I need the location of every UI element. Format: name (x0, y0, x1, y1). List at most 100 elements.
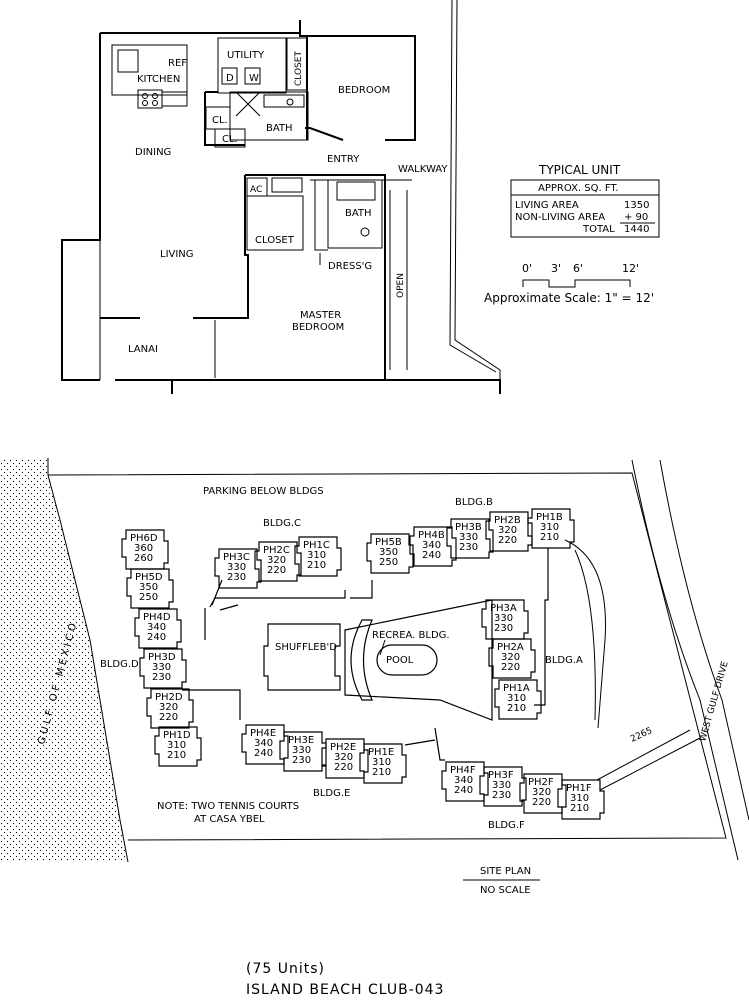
row-living-label: LIVING AREA (515, 200, 579, 211)
unit-number-upper-ph1a: 310 (507, 693, 526, 704)
unit-number-upper-ph5d: 350 (139, 582, 158, 593)
scale-tick-6: 6' (573, 262, 583, 275)
floor-plan (61, 0, 501, 394)
unit-number-upper-ph1f: 310 (570, 793, 589, 804)
label-bath-1: BATH (266, 123, 293, 134)
unit-label-ph2f: PH2F (528, 777, 554, 788)
dryer-box (221, 67, 238, 85)
unit-number-upper-ph2b: 320 (498, 525, 517, 536)
unit-number-lower-ph2a: 220 (501, 662, 520, 673)
label-pool: POOL (386, 655, 414, 666)
scale-tick-0: 0' (522, 262, 532, 275)
unit-label-ph1d: PH1D (163, 730, 191, 741)
unit-number-upper-ph2f: 320 (532, 787, 551, 798)
label-road-number: 2265 (629, 726, 654, 745)
stove (137, 89, 163, 109)
scale-caption: Approximate Scale: 1" = 12' (484, 291, 654, 305)
bath-2-box (327, 179, 383, 249)
unit-number-upper-ph3f: 330 (492, 780, 511, 791)
unit-number-upper-ph4e: 340 (254, 738, 273, 749)
unit-outline-ph1e (359, 743, 407, 784)
typical-unit: TYPICAL UNIT APPROX. SQ. FT. LIVING AREA… (510, 163, 660, 238)
label-dryer: D (226, 73, 234, 84)
unit-label-ph1b: PH1B (536, 512, 563, 523)
unit-number-upper-ph3c: 330 (227, 562, 246, 573)
unit-number-lower-ph4d: 240 (147, 632, 166, 643)
label-road: WEST GULF DRIVE (698, 660, 731, 743)
unit-label-ph3d: PH3D (148, 652, 176, 663)
unit-number-lower-ph1e: 210 (372, 767, 391, 778)
unit-number-lower-ph4b: 240 (422, 550, 441, 561)
building-label-bldg-a: BLDG.A (545, 655, 583, 666)
road-edge-2 (659, 459, 749, 821)
unit-label-ph4e: PH4E (250, 728, 276, 739)
unit-label-ph1e: PH1E (368, 747, 394, 758)
unit-label-ph6d: PH6D (130, 533, 158, 544)
building-label-bldg-f: BLDG.F (488, 820, 525, 831)
unit-number-lower-ph5d: 250 (139, 592, 158, 603)
row-nonliving-label: NON-LIVING AREA (515, 212, 605, 223)
unit-number-upper-ph4b: 340 (422, 540, 441, 551)
unit-number-lower-ph1f: 210 (570, 803, 589, 814)
unit-outline-ph3e (279, 731, 327, 772)
label-dressing: DRESS'G (328, 261, 372, 272)
property-outline (47, 472, 727, 841)
unit-number-lower-ph3f: 230 (492, 790, 511, 801)
unit-label-ph3a: PH3A (490, 603, 517, 614)
row-total-value: 1440 (624, 224, 649, 235)
unit-outline-ph5d (126, 568, 174, 609)
unit-outline-ph3d (139, 648, 187, 689)
unit-number-lower-ph1d: 210 (167, 750, 186, 761)
unit-number-upper-ph3d: 330 (152, 662, 171, 673)
unit-number-lower-ph6d: 260 (134, 553, 153, 564)
scale-tick-12: 12' (622, 262, 639, 275)
typical-unit-header: APPROX. SQ. FT. (538, 183, 619, 194)
unit-number-lower-ph3b: 230 (459, 542, 478, 553)
unit-number-lower-ph2b: 220 (498, 535, 517, 546)
recreation-building (350, 619, 373, 701)
unit-label-ph4f: PH4F (450, 765, 476, 776)
unit-number-lower-ph2c: 220 (267, 565, 286, 576)
site-plan: BLDG.APH3A330230PH2A320220PH1A310210BLDG… (0, 458, 749, 896)
unit-outline-ph3c (214, 548, 262, 589)
unit-number-upper-ph6d: 360 (134, 543, 153, 554)
footer-title: ISLAND BEACH CLUB-043 (246, 982, 444, 998)
scale-tick-3: 3' (551, 262, 561, 275)
label-living: LIVING (160, 249, 194, 260)
label-kitchen: KITCHEN (137, 74, 180, 85)
label-cl-2: CL. (222, 134, 238, 145)
road-edge-1 (631, 459, 739, 861)
label-master-1: MASTER (300, 310, 341, 321)
label-dining: DINING (135, 147, 171, 158)
pool-shape (376, 644, 438, 676)
label-utility: UTILITY (227, 50, 265, 61)
unit-number-lower-ph5b: 250 (379, 557, 398, 568)
unit-label-ph4b: PH4B (418, 530, 445, 541)
unit-label-ph3f: PH3F (488, 770, 514, 781)
unit-outline-ph1a (494, 679, 542, 720)
unit-number-upper-ph2a: 320 (501, 652, 520, 663)
unit-number-lower-ph3d: 230 (152, 672, 171, 683)
row-nonliving-value: + 90 (624, 212, 648, 223)
unit-outline-ph3f (479, 766, 527, 807)
unit-number-lower-ph3c: 230 (227, 572, 246, 583)
unit-label-ph2c: PH2C (263, 545, 290, 556)
unit-label-ph3e: PH3E (288, 735, 314, 746)
unit-number-upper-ph2c: 320 (267, 555, 286, 566)
utility-room (217, 37, 287, 94)
unit-number-lower-ph1b: 210 (540, 532, 559, 543)
label-closet-2: CLOSET (255, 235, 295, 246)
unit-label-ph5d: PH5D (135, 572, 163, 583)
typical-unit-title: TYPICAL UNIT (538, 163, 621, 177)
unit-number-upper-ph3a: 330 (494, 613, 513, 624)
unit-number-lower-ph4e: 240 (254, 748, 273, 759)
shuffleboard-court (263, 623, 341, 691)
label-parking: PARKING BELOW BLDGS (203, 486, 324, 497)
unit-outline-ph2c (254, 541, 302, 582)
unit-number-upper-ph3e: 330 (292, 745, 311, 756)
unit-number-lower-ph2d: 220 (159, 712, 178, 723)
unit-label-ph4d: PH4D (143, 612, 171, 623)
unit-outline-ph1d (154, 726, 202, 767)
unit-number-lower-ph1a: 210 (507, 703, 526, 714)
